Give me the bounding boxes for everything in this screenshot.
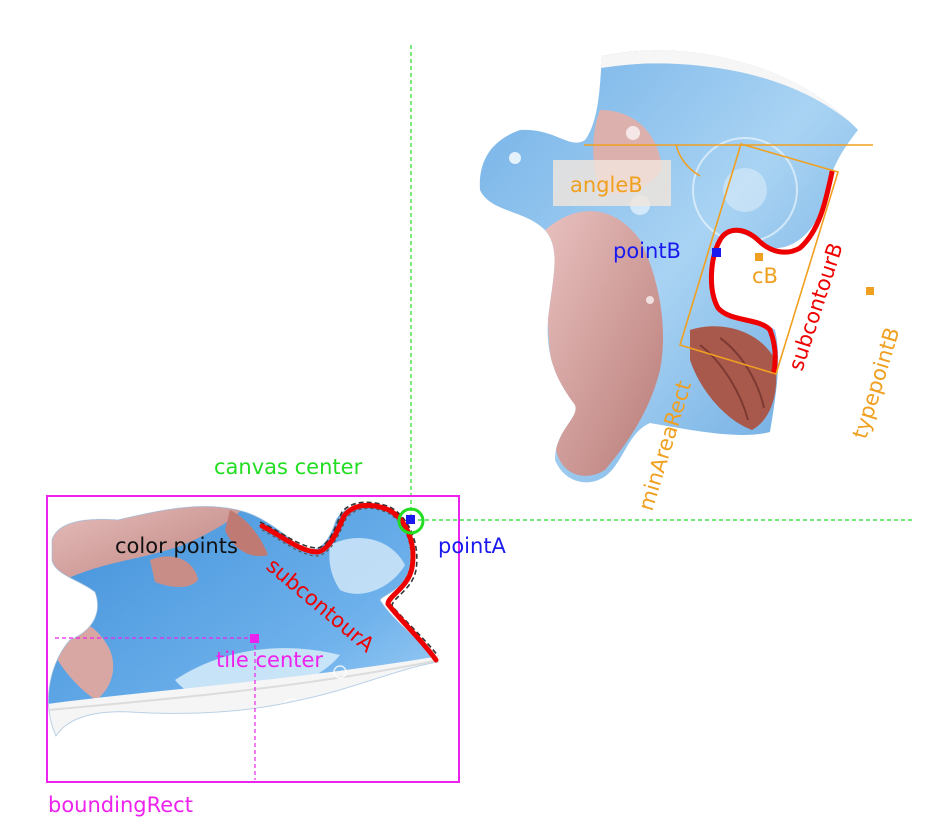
tile-center-marker bbox=[250, 634, 259, 643]
bounding-rect-shape bbox=[46, 495, 460, 783]
subcontour-b-label: subcontourB bbox=[784, 240, 848, 374]
canvas-center-marker bbox=[397, 507, 425, 535]
tile-center-label: tile center bbox=[216, 648, 323, 672]
c-b-marker bbox=[755, 253, 763, 261]
subcontour-b-curve bbox=[708, 169, 835, 375]
c-b-label: cB bbox=[752, 264, 778, 288]
typepoint-b-marker bbox=[866, 287, 874, 295]
color-points-label: color points bbox=[115, 534, 238, 558]
subcontour-a-curve bbox=[259, 502, 439, 663]
canvas-center-label: canvas center bbox=[214, 455, 363, 479]
point-a-label: pointA bbox=[438, 534, 507, 558]
point-b-label: pointB bbox=[613, 239, 681, 263]
typepoint-b-label: typepointB bbox=[848, 325, 905, 442]
min-area-rect-shape bbox=[679, 143, 840, 375]
angle-b-label-bg bbox=[553, 160, 671, 206]
point-b-marker bbox=[712, 248, 721, 257]
bounding-rect-label: boundingRect bbox=[48, 793, 193, 817]
angle-b-label: angleB bbox=[570, 173, 643, 197]
point-a-marker bbox=[406, 515, 415, 524]
